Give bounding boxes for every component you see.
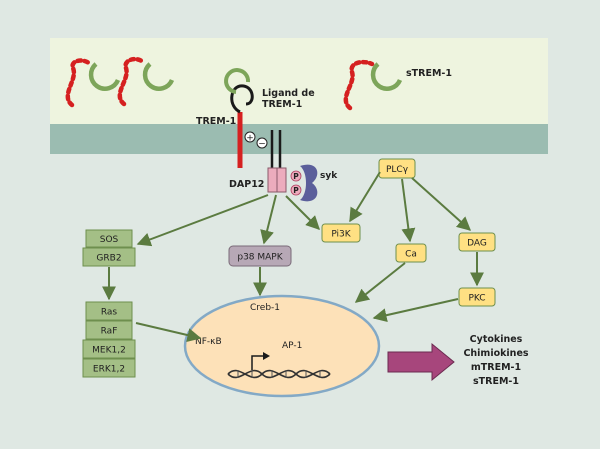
cell-membrane xyxy=(50,124,548,154)
transcription-arrow-icon xyxy=(251,352,270,370)
svg-text:Ca: Ca xyxy=(405,250,417,260)
output-cytokines: Cytokines xyxy=(470,334,523,345)
trem1-receptor xyxy=(224,68,254,168)
svg-text:+: + xyxy=(246,134,254,144)
node-erk: ERK1,2 xyxy=(82,358,136,378)
phospho-site-2: P xyxy=(290,184,302,196)
node-pi3k: Pi3K xyxy=(321,223,361,243)
strem1-top-label: sTREM-1 xyxy=(406,68,452,79)
svg-text:GRB2: GRB2 xyxy=(96,254,121,264)
dna-helix-icon xyxy=(227,369,331,379)
strem1-free xyxy=(343,59,403,111)
node-plcg: PLCγ xyxy=(378,158,416,179)
arrow-plcg-to-pi3k xyxy=(349,171,381,223)
arrow-dap12-to-p38 xyxy=(260,194,277,245)
pathway-arrows xyxy=(102,171,484,342)
svg-text:PKC: PKC xyxy=(468,294,485,304)
svg-text:MEK1,2: MEK1,2 xyxy=(92,346,126,356)
ap1-label: AP-1 xyxy=(282,341,302,351)
node-grb2: GRB2 xyxy=(82,247,136,267)
syk-kinase-shape xyxy=(300,164,318,202)
svg-text:RaF: RaF xyxy=(101,327,118,337)
node-raf: RaF xyxy=(85,320,133,340)
node-ras: Ras xyxy=(85,301,133,321)
arrow-dap12-to-pi3k xyxy=(285,195,320,230)
dap12-adaptor xyxy=(267,130,287,193)
charge-minus-icon: − xyxy=(256,137,268,150)
output-mtrem1: mTREM-1 xyxy=(471,362,521,373)
svg-text:p38 MAPK: p38 MAPK xyxy=(237,253,283,263)
svg-text:DAG: DAG xyxy=(467,239,487,249)
strem1-ligand-pair-2 xyxy=(117,56,175,107)
nfkb-label: NF-κB xyxy=(195,337,222,347)
extracellular-space xyxy=(50,38,548,124)
ligand-label-line1: Ligand de xyxy=(262,88,315,99)
svg-text:Pi3K: Pi3K xyxy=(331,230,351,240)
node-pkc: PKC xyxy=(458,287,496,307)
syk-label: syk xyxy=(320,171,338,181)
svg-text:−: − xyxy=(258,140,266,150)
node-dag: DAG xyxy=(458,232,496,252)
svg-text:PLCγ: PLCγ xyxy=(386,165,409,175)
arrow-ca-to-nucleus xyxy=(354,262,406,303)
output-chimiokines: Chimiokines xyxy=(463,348,528,359)
arrow-ras-to-nucleus xyxy=(135,322,202,342)
creb1-label: Creb-1 xyxy=(250,303,280,313)
svg-text:P: P xyxy=(293,172,299,181)
ligand-label-line2: TREM-1 xyxy=(262,99,302,110)
trem1-receptor-label: TREM-1 xyxy=(196,116,236,127)
output-strem1: sTREM-1 xyxy=(473,376,519,387)
node-mek: MEK1,2 xyxy=(82,339,136,359)
strem1-ligand-pair-1 xyxy=(65,58,121,108)
arrow-plcg-to-ca xyxy=(401,178,416,243)
arrow-dap12-to-sos xyxy=(136,194,269,247)
svg-text:ERK1,2: ERK1,2 xyxy=(93,365,125,375)
arrow-plcg-to-dag xyxy=(411,177,472,231)
svg-text:P: P xyxy=(293,186,299,195)
output-arrow xyxy=(387,342,455,382)
node-ca: Ca xyxy=(395,243,427,263)
charge-plus-icon: + xyxy=(244,131,256,144)
node-sos: SOS xyxy=(85,229,133,248)
phospho-site-1: P xyxy=(290,170,302,182)
svg-text:Ras: Ras xyxy=(101,308,118,318)
node-p38-mapk: p38 MAPK xyxy=(228,245,292,267)
arrow-pkc-to-nucleus xyxy=(372,298,459,323)
svg-text:SOS: SOS xyxy=(100,235,119,245)
dap12-label: DAP12 xyxy=(229,179,264,190)
